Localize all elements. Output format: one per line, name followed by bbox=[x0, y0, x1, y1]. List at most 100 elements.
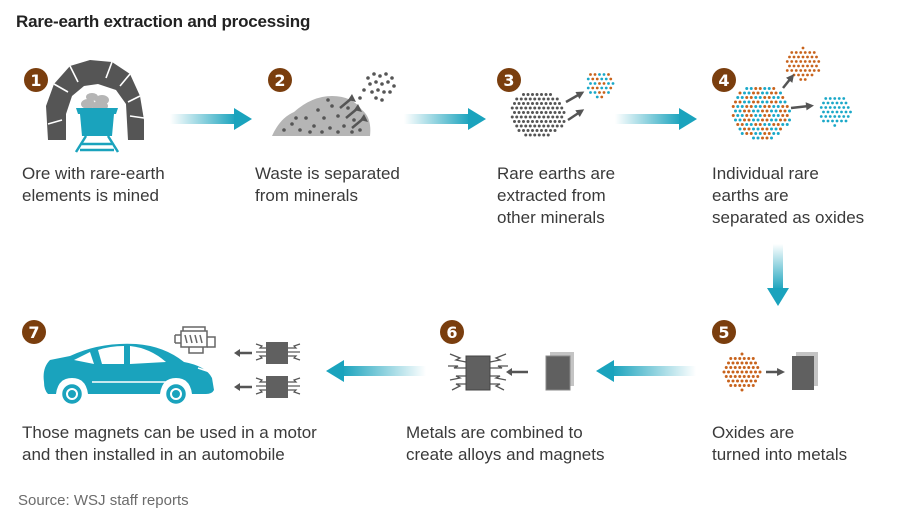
particle-dot bbox=[803, 51, 807, 54]
particle-dot bbox=[752, 136, 755, 140]
particle-dot bbox=[604, 86, 608, 90]
particle-dot bbox=[761, 127, 764, 131]
particle-dot bbox=[803, 60, 807, 63]
particle-dot bbox=[758, 105, 762, 108]
particle-dot bbox=[824, 115, 828, 118]
particle-dot bbox=[770, 100, 773, 104]
particle-dot bbox=[602, 82, 606, 85]
particle-dot bbox=[770, 118, 773, 122]
particle-dot bbox=[740, 114, 744, 117]
particle-dot bbox=[542, 97, 546, 101]
particle-dot bbox=[831, 110, 834, 114]
particle-dot bbox=[770, 109, 773, 113]
particle-dot bbox=[524, 97, 528, 101]
particle-dot bbox=[840, 119, 843, 123]
particle-dot bbox=[840, 101, 843, 105]
particle-dot bbox=[522, 120, 525, 123]
particle-dot bbox=[736, 105, 740, 108]
particle-dot bbox=[524, 106, 528, 110]
particle-dot bbox=[772, 105, 776, 108]
particle-dot bbox=[591, 86, 595, 90]
particle-dot bbox=[544, 102, 548, 105]
particle-dot bbox=[770, 136, 773, 140]
particle-dot bbox=[542, 106, 546, 110]
particle-dot bbox=[537, 124, 541, 128]
particle-dot bbox=[738, 109, 742, 113]
particle-dot bbox=[595, 95, 599, 99]
particle-dot bbox=[763, 123, 767, 126]
particle-dot bbox=[515, 97, 519, 101]
particle-dot bbox=[738, 366, 742, 369]
particle-dot bbox=[822, 119, 825, 123]
magnet-icon bbox=[448, 352, 574, 391]
particle-dot bbox=[537, 97, 541, 101]
particle-dot bbox=[522, 129, 525, 132]
particle-dot bbox=[558, 111, 561, 114]
particle-dot bbox=[524, 133, 528, 137]
particle-dot bbox=[846, 115, 850, 118]
car-icon bbox=[43, 343, 214, 407]
particle-dot bbox=[749, 96, 753, 99]
particle-dot bbox=[772, 132, 776, 135]
particle-dot bbox=[609, 86, 613, 90]
particle-dot bbox=[546, 106, 550, 110]
particle-dot bbox=[801, 73, 805, 77]
particle-dot bbox=[810, 73, 814, 77]
particle-dot bbox=[549, 93, 552, 96]
particle-dot bbox=[743, 91, 746, 95]
particle-dot bbox=[533, 115, 537, 119]
particle-dot bbox=[531, 120, 534, 123]
particle-dot bbox=[515, 106, 519, 110]
particle-dot bbox=[745, 123, 749, 126]
particle-dot bbox=[515, 124, 519, 128]
particle-dot bbox=[531, 102, 534, 105]
mine-cart-icon bbox=[46, 60, 145, 153]
particle-dot bbox=[542, 124, 546, 128]
particle-dot bbox=[517, 102, 521, 105]
particle-dot bbox=[761, 136, 764, 140]
particle-dot bbox=[745, 361, 748, 365]
particle-dot bbox=[528, 124, 532, 128]
particle-dot bbox=[729, 357, 733, 360]
particle-dot bbox=[767, 105, 771, 108]
particle-dot bbox=[537, 115, 541, 119]
flow-arrow-icon bbox=[326, 360, 426, 382]
particle-dot bbox=[535, 129, 539, 132]
particle-dot bbox=[745, 105, 749, 108]
particle-dot bbox=[794, 51, 798, 54]
particle-dot bbox=[729, 366, 733, 369]
particle-dot bbox=[598, 73, 601, 76]
particle-dot bbox=[560, 106, 564, 110]
particle-dot bbox=[546, 97, 550, 101]
particle-dot bbox=[555, 124, 559, 128]
small-arrow-head bbox=[575, 109, 585, 117]
oxide-to-metal-icon bbox=[722, 352, 818, 392]
particle-dot bbox=[774, 91, 778, 95]
particle-dot bbox=[763, 114, 767, 117]
particle-dot bbox=[749, 114, 753, 117]
particle-dot bbox=[767, 114, 771, 117]
particle-dot bbox=[803, 78, 807, 81]
flow-arrow-icon bbox=[404, 108, 486, 130]
particle-dot bbox=[765, 127, 769, 131]
particle-dot bbox=[774, 118, 778, 122]
particle-dot bbox=[815, 55, 818, 59]
particle-dot bbox=[765, 118, 769, 122]
small-arrow bbox=[790, 104, 810, 110]
particle-dot bbox=[589, 73, 592, 76]
particle-dot bbox=[749, 370, 753, 374]
particle-dot bbox=[763, 96, 767, 99]
particle-dot bbox=[810, 55, 814, 59]
step-7-badge: 7 bbox=[22, 320, 46, 344]
particle-dot bbox=[754, 105, 758, 108]
particle-dot bbox=[747, 384, 751, 387]
particle-dot bbox=[817, 69, 821, 72]
particle-dot bbox=[835, 119, 839, 123]
particle-dot bbox=[799, 69, 803, 72]
particle-dot bbox=[756, 109, 760, 113]
particle-dot bbox=[776, 132, 780, 135]
particle-dot bbox=[751, 384, 755, 387]
particle-dot bbox=[826, 119, 830, 123]
flow-arrow-icon bbox=[767, 244, 789, 306]
particle-dot bbox=[602, 91, 606, 94]
